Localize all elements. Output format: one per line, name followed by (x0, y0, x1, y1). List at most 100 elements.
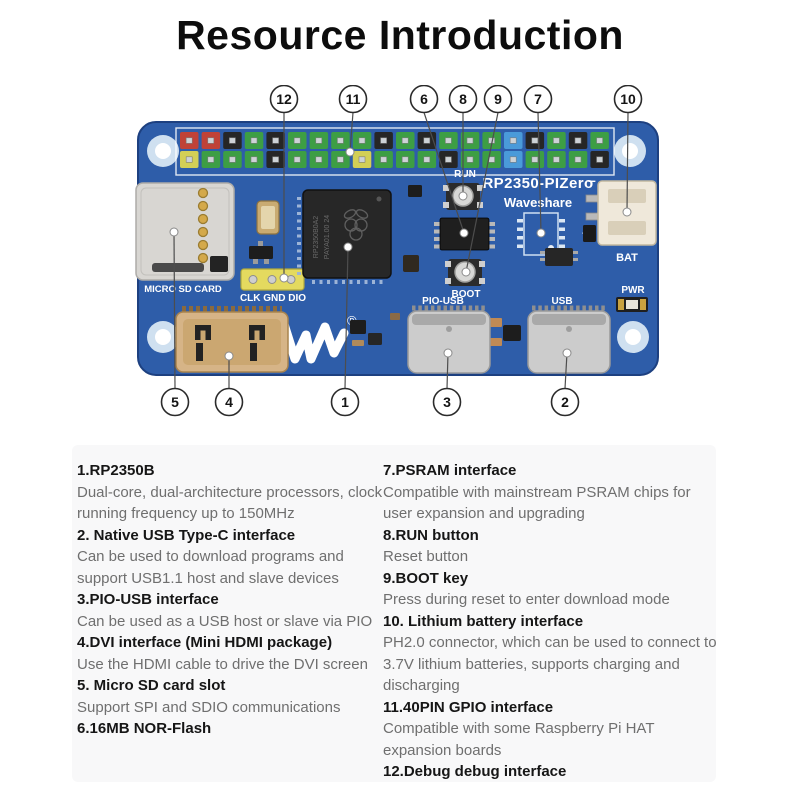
feature-description: Compatible with some Raspberry Pi HAT ex… (383, 720, 655, 759)
callout-number: 5 (171, 394, 179, 410)
callout-number: 4 (225, 394, 233, 410)
feature-description: Can be used to download programs and sup… (77, 548, 344, 587)
feature-title: 12.Debug debug interface (383, 763, 567, 780)
callout-line (344, 246, 349, 389)
callout-line (465, 112, 499, 273)
chip-marking: RP2350B0A2 (313, 216, 320, 259)
mini-hdmi-connector (175, 306, 289, 373)
callout-line (349, 112, 354, 153)
callout-dot (536, 228, 546, 238)
callout-dot (461, 267, 471, 277)
callout-circle-10 (613, 85, 643, 114)
gpio-header-outline (175, 127, 615, 176)
feature-description: Use the HDMI cable to drive the DVI scre… (77, 655, 368, 673)
feature-title: 3.PIO-USB interface (77, 591, 219, 608)
callout-line (446, 352, 449, 389)
power-led (616, 297, 648, 312)
crystal-oscillator (256, 200, 280, 235)
callout-dot (169, 227, 179, 237)
callout-circle-6 (409, 85, 439, 114)
callouts: 12 11 6 8 9 7 10 5 4 1 3 2 (160, 85, 643, 417)
feature-title: 2. Native USB Type-C interface (77, 526, 296, 544)
debug-header (240, 268, 305, 291)
callout-line (626, 112, 629, 213)
boot-label: BOOT (452, 289, 481, 300)
callout-circle-3 (432, 387, 462, 417)
callout-number: 3 (443, 394, 451, 410)
micro-sd-slot (135, 182, 235, 281)
gpio-header (180, 132, 609, 168)
feature-title: 4.DVI interface (Mini HDMI package) (77, 634, 333, 651)
callout-number: 9 (494, 91, 502, 107)
micro-sd-label: MICRO SD CARD (144, 284, 222, 295)
pio-usb-label: PIO-USB (422, 296, 464, 307)
callout-dot (459, 228, 469, 238)
callout-circle-4 (214, 387, 244, 417)
callout-circle-8 (448, 85, 478, 114)
callout-number: 10 (620, 91, 636, 107)
callout-line (537, 112, 542, 234)
debug-header-label: CLK GND DIO (240, 293, 306, 304)
callout-dot (458, 191, 468, 201)
callout-circle-7 (523, 85, 553, 114)
page-title: Resource Introduction (176, 12, 624, 58)
features-column-left: 1.RP2350B Dual-core, dual-architecture pr… (77, 460, 397, 740)
chip-marking: PAYA01.00 24 (324, 215, 331, 259)
feature-title: 9.BOOT key (383, 569, 469, 587)
usb-connector (527, 305, 611, 374)
callout-dot (443, 348, 453, 358)
callout-circle-11 (338, 85, 368, 114)
pwr-label: PWR (621, 285, 645, 296)
rp2350-chip: RP2350B0A2 PAYA01.00 24 (297, 189, 392, 284)
callout-dot (345, 147, 355, 157)
callout-number: 7 (534, 91, 542, 107)
feature-title: 8.RUN button (383, 526, 479, 544)
callout-number: 11 (346, 91, 361, 107)
feature-description: Dual-core, dual-architecture processors,… (77, 483, 383, 523)
board-photo: MICRO SD CARD CLK GND DIO (135, 85, 659, 417)
feature-title: 11.40PIN GPIO interface (383, 698, 554, 716)
callout-dot (562, 348, 572, 358)
feature-title: 7.PSRAM interface (383, 462, 517, 479)
callout-number: 8 (459, 91, 467, 107)
callout-line (173, 231, 176, 389)
pio-usb-connector (407, 305, 491, 374)
waveshare-logo (278, 316, 349, 364)
feature-description: Can be used as a USB host or slave via P… (77, 612, 373, 630)
run-label: RUN (454, 169, 476, 180)
callout-circle-12 (269, 85, 299, 114)
usb-label: USB (551, 296, 572, 307)
feature-title: 5. Micro SD card slot (77, 677, 226, 694)
feature-title: 1.RP2350B (77, 462, 155, 479)
bat-label: BAT (616, 252, 638, 264)
callout-circle-5 (160, 387, 190, 417)
callout-dot (224, 351, 234, 361)
callout-circle-2 (550, 387, 580, 417)
callout-number: 12 (276, 91, 292, 107)
callout-number: 2 (561, 394, 569, 410)
battery-minus-mark: – (588, 172, 596, 188)
callout-number: 1 (341, 394, 349, 410)
callout-circle-1 (330, 387, 360, 417)
feature-title: 6.16MB NOR-Flash (77, 720, 212, 737)
callout-circle-9 (483, 85, 513, 114)
callout-line (423, 112, 465, 234)
callout-dot (279, 273, 289, 283)
smd-components (350, 185, 596, 346)
callout-dot (343, 242, 353, 252)
mounting-holes (147, 135, 649, 353)
callout-number: 6 (420, 91, 428, 107)
callout-dot (622, 207, 632, 217)
smd-component (249, 241, 273, 264)
feature-description: Reset button (383, 548, 469, 565)
board-brand-silkscreen: Waveshare (504, 195, 572, 210)
feature-title: 10. Lithium battery interface (383, 612, 584, 630)
feature-description: PH2.0 connector, which can be used to co… (383, 634, 717, 694)
feature-description: Press during reset to enter download mod… (383, 591, 670, 608)
feature-description: Compatible with mainstream PSRAM chips f… (383, 483, 691, 523)
board-name-silkscreen: RP2350-PIZero (482, 175, 593, 192)
feature-description: Support SPI and SDIO communications (77, 698, 341, 716)
callout-line (564, 352, 568, 389)
